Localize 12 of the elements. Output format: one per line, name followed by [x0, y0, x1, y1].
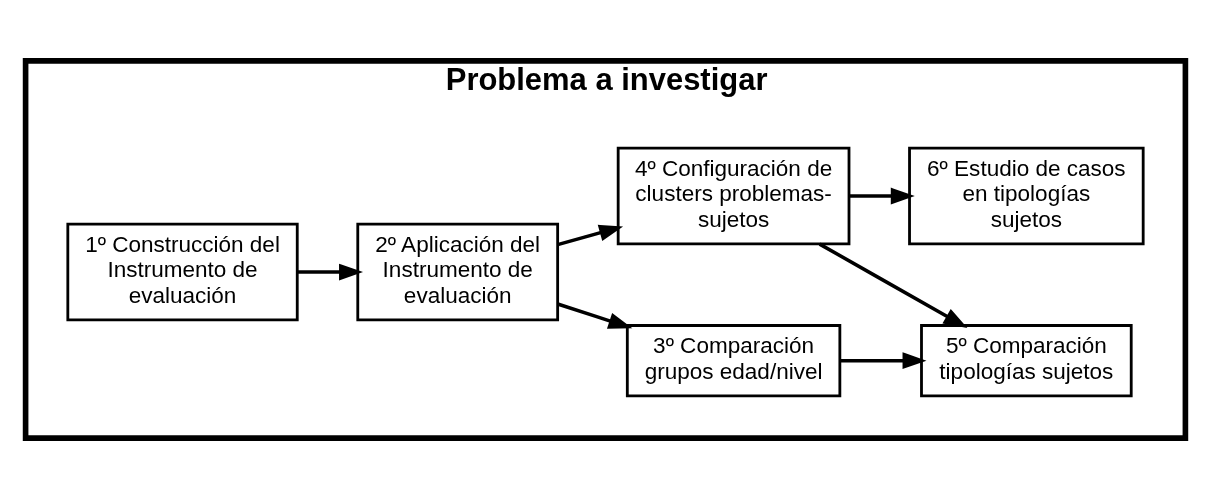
arrow: [818, 242, 968, 328]
node-box: 4º Configuración de clusters problemas-sujetos: [616, 146, 851, 246]
node-box: 2º Aplicación del Instrumento de evaluación: [356, 222, 560, 322]
node-box: 3º Comparación grupos edad/nivel: [625, 324, 842, 398]
node-box: 1º Construcción del Instrumento de evaluación: [66, 222, 299, 322]
arrow: [557, 224, 624, 247]
arrow: [557, 302, 633, 329]
arrow: [840, 352, 927, 370]
arrow: [849, 187, 915, 205]
node-box: 5º Comparación tipologías sujetos: [920, 324, 1133, 398]
arrow: [297, 263, 363, 281]
node-box: 6º Estudio de casos en tipologías sujetos: [908, 146, 1145, 246]
